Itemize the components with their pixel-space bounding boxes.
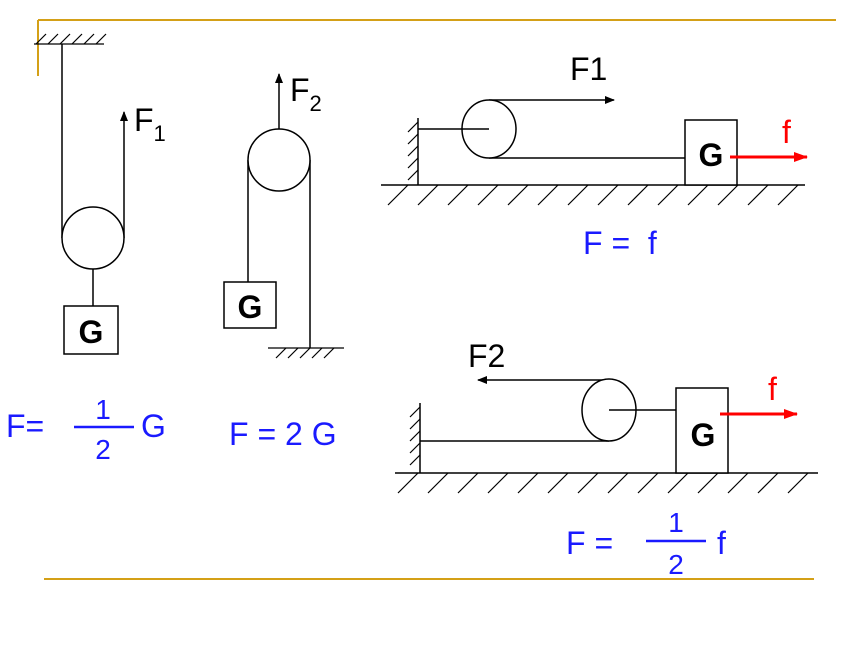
formula-f-equals-f: F = f [583,225,657,261]
force-label-f1: F1 [134,102,166,146]
formula-half-f: F = 1 2 f [566,507,726,580]
load-block-label: G [699,137,724,173]
formula-lhs: F= [6,408,44,444]
pulley-wheel [247,128,311,192]
fraction-denominator: 2 [95,434,111,465]
fraction-numerator: 1 [668,507,684,538]
floor-support [268,347,344,359]
force-label-f2: F2 [468,338,505,374]
slide-frame [37,19,836,580]
fraction-denominator: 2 [668,549,684,580]
formula-rhs: G [141,408,166,444]
force-label-f1: F1 [570,51,607,87]
wall-hatching [409,406,421,466]
movable-pulley-diagram: G F1 F= 1 2 G [6,33,166,465]
friction-label: f [768,371,777,407]
horizontal-fixed-pulley-diagram: G f F1 F = f [381,51,808,261]
formula-rhs: f [717,525,726,561]
load-block [675,387,729,474]
ground-hatching [387,184,799,206]
force-label-f2: F2 [290,72,322,116]
ground-hatching [397,472,809,494]
friction-label: f [782,114,791,150]
formula-two-g: F = 2 G [229,416,337,452]
movable-pulley-wheel [61,206,125,270]
fraction-numerator: 1 [95,394,111,425]
horizontal-movable-pulley-diagram: G f F2 F = 1 2 f [395,338,818,580]
load-block-label: G [691,417,716,453]
ceiling-support [34,33,107,45]
load-block [684,119,738,186]
load-block-label: G [238,289,263,325]
wall-hatching [407,121,419,181]
inverted-pulley-diagram: G F2 F = 2 G [223,72,344,452]
formula-lhs: F = [566,525,613,561]
load-block [63,305,119,355]
load-block-label: G [79,314,104,350]
load-block [223,281,277,329]
formula-half-g: F= 1 2 G [6,394,166,465]
